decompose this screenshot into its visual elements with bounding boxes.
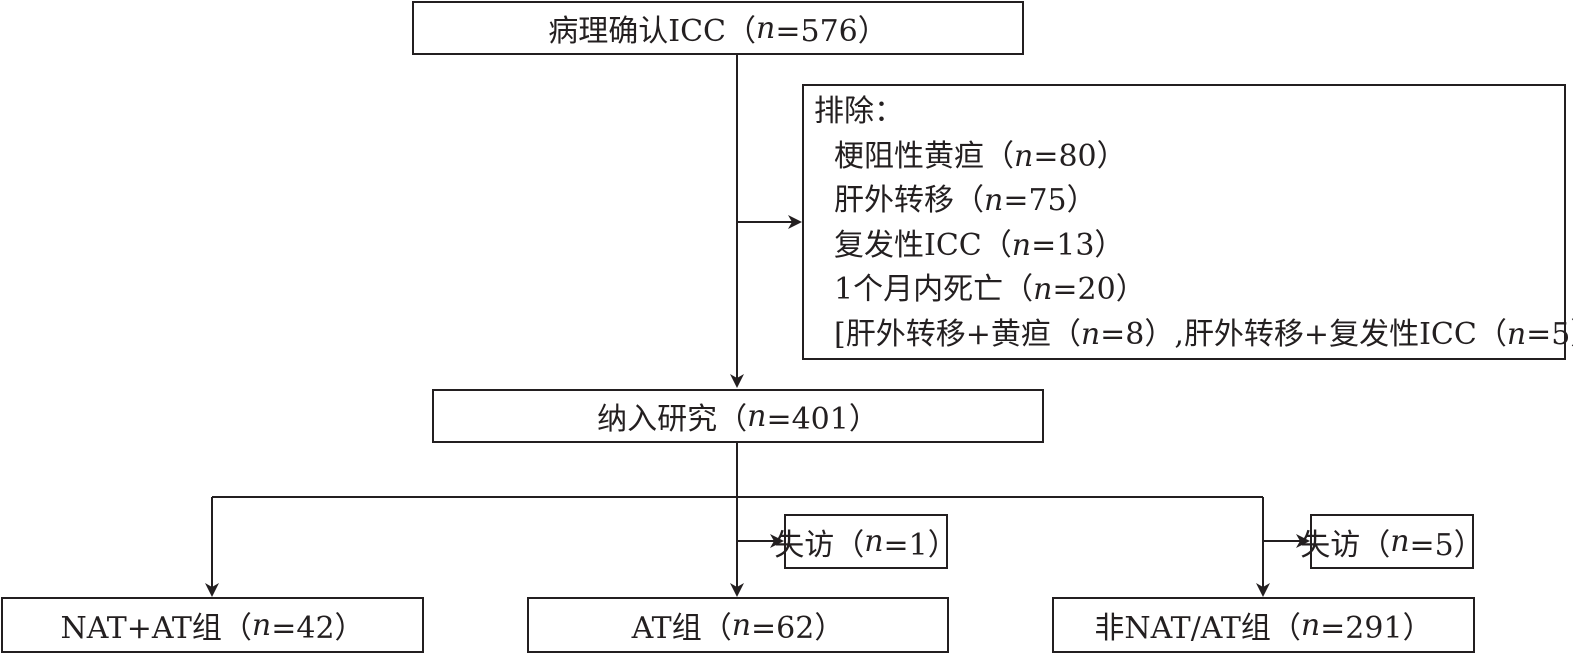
n-label: n [1014,138,1034,174]
item-count: =20） [1052,272,1146,307]
item-label: 复发性ICC（ [834,227,1012,263]
item-count: =75） [1003,183,1097,218]
lost-followup-box-2: 失访（n=5） [1300,514,1484,569]
n-label: n [1300,607,1321,643]
n-label: n [1011,227,1032,263]
n-label: n [1033,272,1053,307]
lost-count: =5） [1409,527,1484,563]
n-label: n [747,398,767,434]
n-label: n [251,607,272,643]
item-count: =80） [1033,138,1127,174]
included-count: =401） [766,402,879,437]
group-non-nat-at-box: 非NAT/AT组（n=291） [1052,597,1475,653]
included-label: 纳入研究（ [597,402,748,437]
group-count: =62） [751,611,845,646]
lost-label: 失访（ [774,527,865,563]
overlap-count-1: =8）, [1100,316,1184,352]
group-count: =291） [1320,611,1433,646]
item-label: 肝外转移（ [834,183,984,218]
group-count: =42） [271,611,365,646]
n-label: n [1080,316,1101,352]
confirmed-label: 病理确认ICC（ [548,14,757,49]
exclusion-title: 排除： [814,94,904,129]
group-at-box: AT组（n=62） [527,597,949,653]
group-label: NAT+AT组（ [60,611,252,646]
lost-label: 失访（ [1300,527,1391,563]
exclusion-overlap: [肝外转移+黄疸（n=8）,肝外转移+复发性ICC（n=5）] [814,313,1573,358]
n-label: n [1390,524,1410,559]
exclusion-item: 梗阻性黄疸（n=80） [814,135,1564,180]
n-label: n [731,607,752,643]
group-label: AT组（ [631,611,732,646]
exclusion-item: 肝外转移（n=75） [814,179,1564,224]
lost-count: =1） [883,527,958,563]
exclusion-item: 复发性ICC（n=13） [814,224,1564,269]
overlap-count-2: =5）] [1526,316,1573,352]
item-count: =13） [1031,227,1125,263]
group-label: 非NAT/AT组（ [1094,611,1301,646]
n-label: n [984,183,1004,218]
n-label: n [864,524,884,559]
exclusion-box: 排除： 梗阻性黄疸（n=80） 肝外转移（n=75） 复发性ICC（n=13） … [802,84,1573,360]
n-label: n [756,10,776,46]
item-label: 1个月内死亡（ [834,272,1034,307]
overlap-label-2: 肝外转移+复发性ICC（ [1183,316,1507,352]
exclusion-item: 1个月内死亡（n=20） [814,268,1564,313]
confirmed-icc-box: 病理确认ICC（n=576） [412,1,1024,55]
included-box: 纳入研究（n=401） [432,389,1044,443]
lost-followup-box-1: 失访（n=1） [774,514,958,569]
confirmed-count: =576） [775,14,888,49]
group-nat-at-box: NAT+AT组（n=42） [1,597,424,653]
item-label: 梗阻性黄疸（ [834,138,1014,174]
n-label: n [1506,316,1527,352]
overlap-label-1: [肝外转移+黄疸（ [834,316,1081,352]
